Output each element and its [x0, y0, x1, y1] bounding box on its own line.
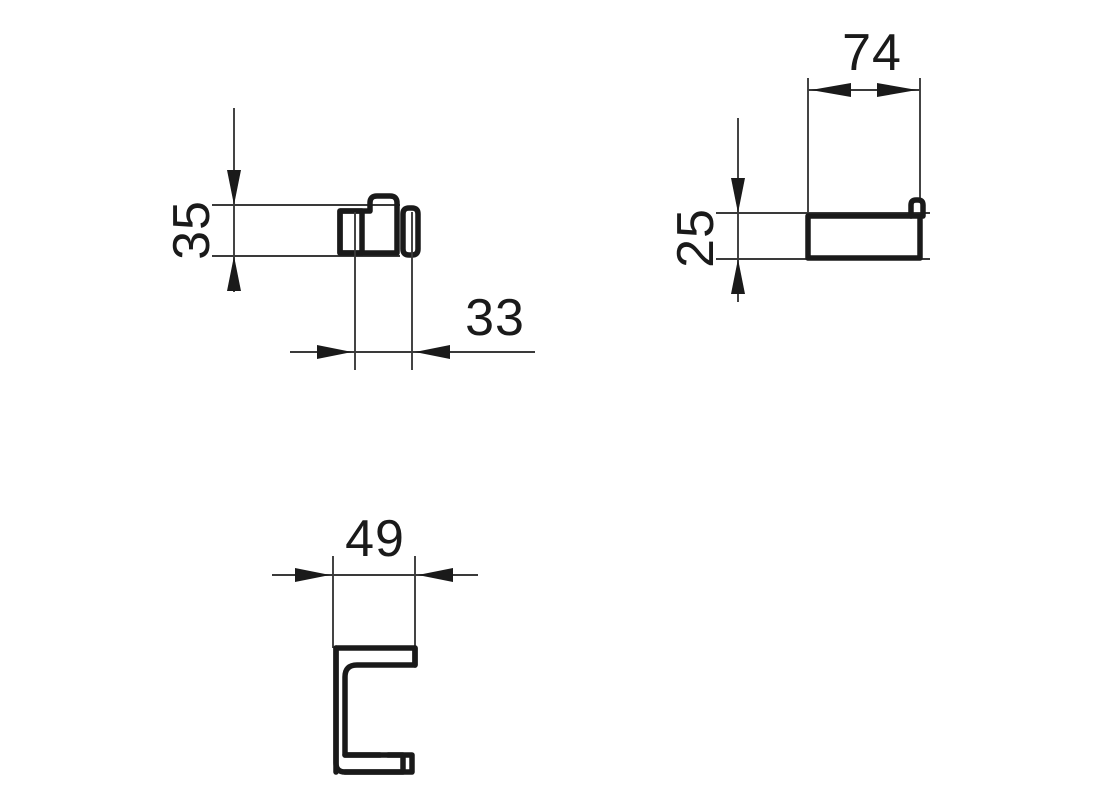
- top-view-notch-tab: [908, 197, 926, 219]
- dim-35-arrow-bottom: [227, 256, 241, 291]
- dim-49-arrow-left: [295, 568, 330, 582]
- dim-49-arrow-right: [418, 568, 453, 582]
- dim-35-arrow-top: [227, 170, 241, 205]
- dim-33-arrow-left: [317, 345, 352, 359]
- dim-35-label: 35: [163, 200, 221, 260]
- dim-25-label: 25: [667, 208, 725, 268]
- front-view-bottom-tail-right: [342, 752, 415, 775]
- dim-49-label: 49: [345, 510, 405, 568]
- dim-74-arrow-right: [877, 83, 917, 97]
- dim-74-label: 74: [842, 24, 902, 82]
- side-view-right-tab: [400, 205, 421, 258]
- dim-25-arrow-bottom: [731, 259, 745, 294]
- side-view-body-outline: [337, 193, 400, 256]
- dim-33-label: 33: [465, 289, 525, 347]
- side-view-left-stub: [337, 208, 365, 256]
- dim-33-arrow-right: [415, 345, 450, 359]
- front-view-group: 49: [272, 510, 478, 775]
- dim-74-arrow-left: [811, 83, 851, 97]
- top-view-group: 74 25: [667, 24, 930, 302]
- dim-25-arrow-top: [731, 178, 745, 213]
- top-view-body-outline: [805, 213, 923, 261]
- side-view-group: 35 33: [163, 108, 535, 370]
